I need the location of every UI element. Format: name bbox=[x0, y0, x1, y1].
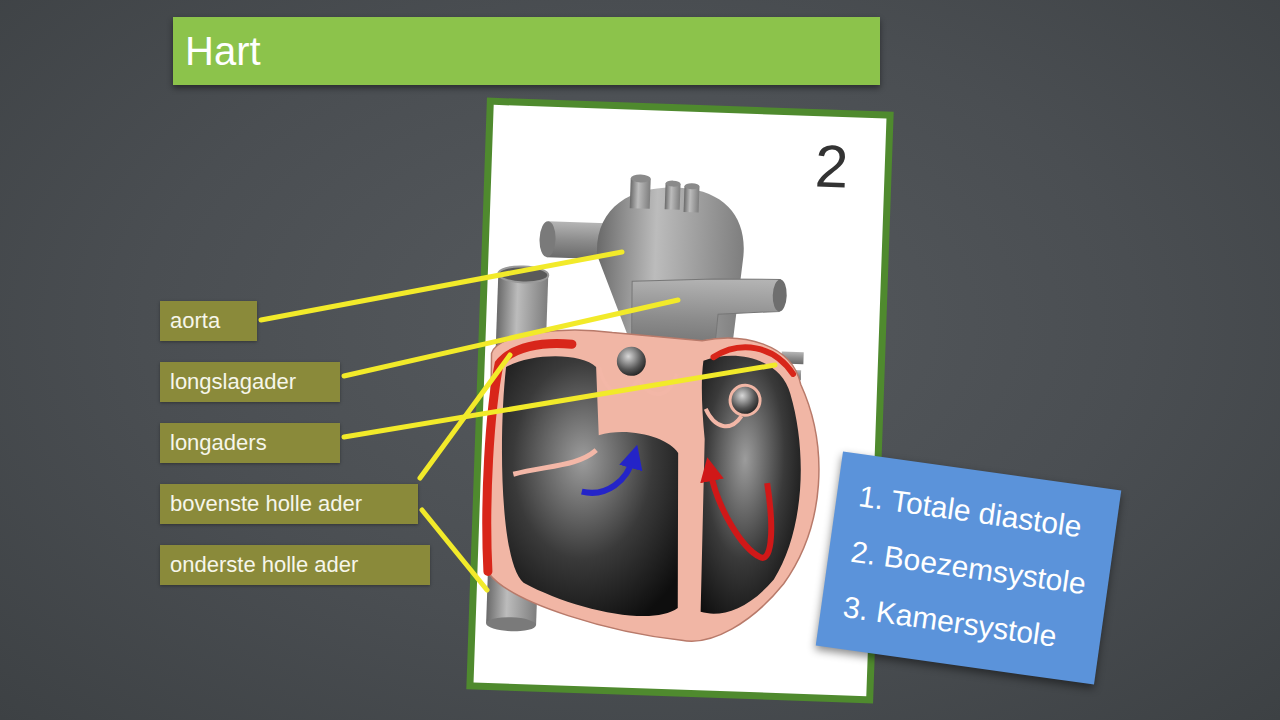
slide-title: Hart bbox=[173, 17, 880, 85]
part-label: longslagader bbox=[160, 362, 340, 402]
valve-leaflet bbox=[705, 409, 742, 427]
vena-cava-end bbox=[486, 616, 536, 632]
left-ventricle bbox=[694, 355, 805, 617]
vena-cava-opening bbox=[498, 266, 549, 284]
valve bbox=[730, 385, 761, 416]
callout-number: 2 bbox=[814, 137, 849, 198]
pulmonary-trunk-end bbox=[772, 279, 787, 311]
part-label: aorta bbox=[160, 301, 257, 341]
aortic-branch bbox=[665, 183, 681, 210]
leader-line bbox=[344, 365, 775, 437]
part-label: longaders bbox=[160, 423, 340, 463]
atrium-wall bbox=[484, 341, 571, 574]
valve-leaflet bbox=[513, 447, 596, 477]
blood-flow-arrow bbox=[707, 469, 774, 558]
leader-line bbox=[344, 300, 678, 376]
part-name: longaders bbox=[170, 423, 267, 463]
pulmonary-branch-end bbox=[539, 221, 556, 258]
part-name: bovenste holle ader bbox=[170, 484, 362, 524]
part-label: bovenste holle ader bbox=[160, 484, 418, 524]
valve bbox=[615, 345, 648, 378]
aortic-branch-end bbox=[631, 174, 651, 183]
aortic-branch-end bbox=[665, 180, 680, 187]
atrium-wall bbox=[713, 346, 794, 374]
heart-wall bbox=[482, 327, 824, 645]
leader-line bbox=[420, 355, 510, 478]
blood-flow-arrow bbox=[582, 455, 634, 495]
aortic-branch bbox=[684, 186, 700, 213]
title-bar: Hart bbox=[173, 17, 880, 85]
right-chambers bbox=[496, 354, 687, 617]
aortic-branch-end bbox=[684, 183, 699, 190]
part-label: onderste holle ader bbox=[160, 545, 430, 585]
aortic-branch bbox=[630, 178, 651, 209]
leader-line bbox=[422, 510, 487, 590]
part-name: longslagader bbox=[170, 362, 296, 402]
part-name: aorta bbox=[170, 301, 220, 341]
part-name: onderste holle ader bbox=[170, 545, 358, 585]
phase-note: 1. Totale diastole2. Boezemsystole3. Kam… bbox=[815, 451, 1121, 684]
leader-line bbox=[261, 252, 622, 320]
valve-leaflet bbox=[598, 367, 677, 395]
